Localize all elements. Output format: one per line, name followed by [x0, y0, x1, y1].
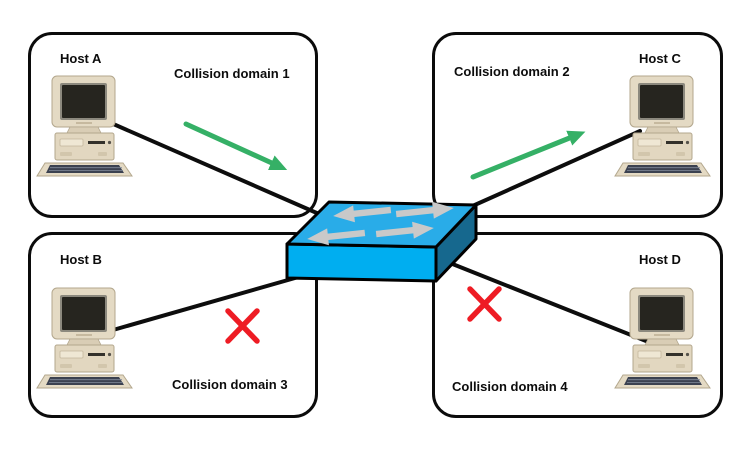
- green-arrow-icon: [183, 121, 288, 171]
- host-c-label: Host C: [639, 51, 681, 66]
- green-arrow-icon: [470, 130, 586, 180]
- collision-domain-2-box: [432, 32, 723, 218]
- host-d-computer-icon: [614, 287, 711, 389]
- host-b-computer-icon: [36, 287, 133, 389]
- red-x-icon: [467, 286, 502, 322]
- host-d-label: Host D: [639, 252, 681, 267]
- host-b-label: Host B: [60, 252, 102, 267]
- collision-domain-1-box: [28, 32, 318, 218]
- host-c-computer-icon: [614, 75, 711, 177]
- collision-domain-1-label: Collision domain 1: [174, 66, 290, 81]
- cable-host-a-to-switch: [109, 121, 344, 226]
- cable-switch-to-host-c: [466, 129, 642, 210]
- switch-icon: [285, 199, 478, 283]
- collision-domain-3-label: Collision domain 3: [172, 377, 288, 392]
- cables: [109, 121, 648, 343]
- host-a-label: Host A: [60, 51, 102, 66]
- no-collision-markers: [225, 286, 502, 344]
- red-x-icon: [225, 308, 260, 344]
- cable-host-b-to-switch: [111, 274, 304, 332]
- cable-switch-to-host-d: [448, 261, 648, 343]
- collision-domain-4-box: [432, 232, 723, 418]
- traffic-arrows: [183, 121, 586, 180]
- collision-domain-4-label: Collision domain 4: [452, 379, 568, 394]
- collision-domain-3-box: [28, 232, 318, 418]
- collision-domain-2-label: Collision domain 2: [454, 64, 570, 79]
